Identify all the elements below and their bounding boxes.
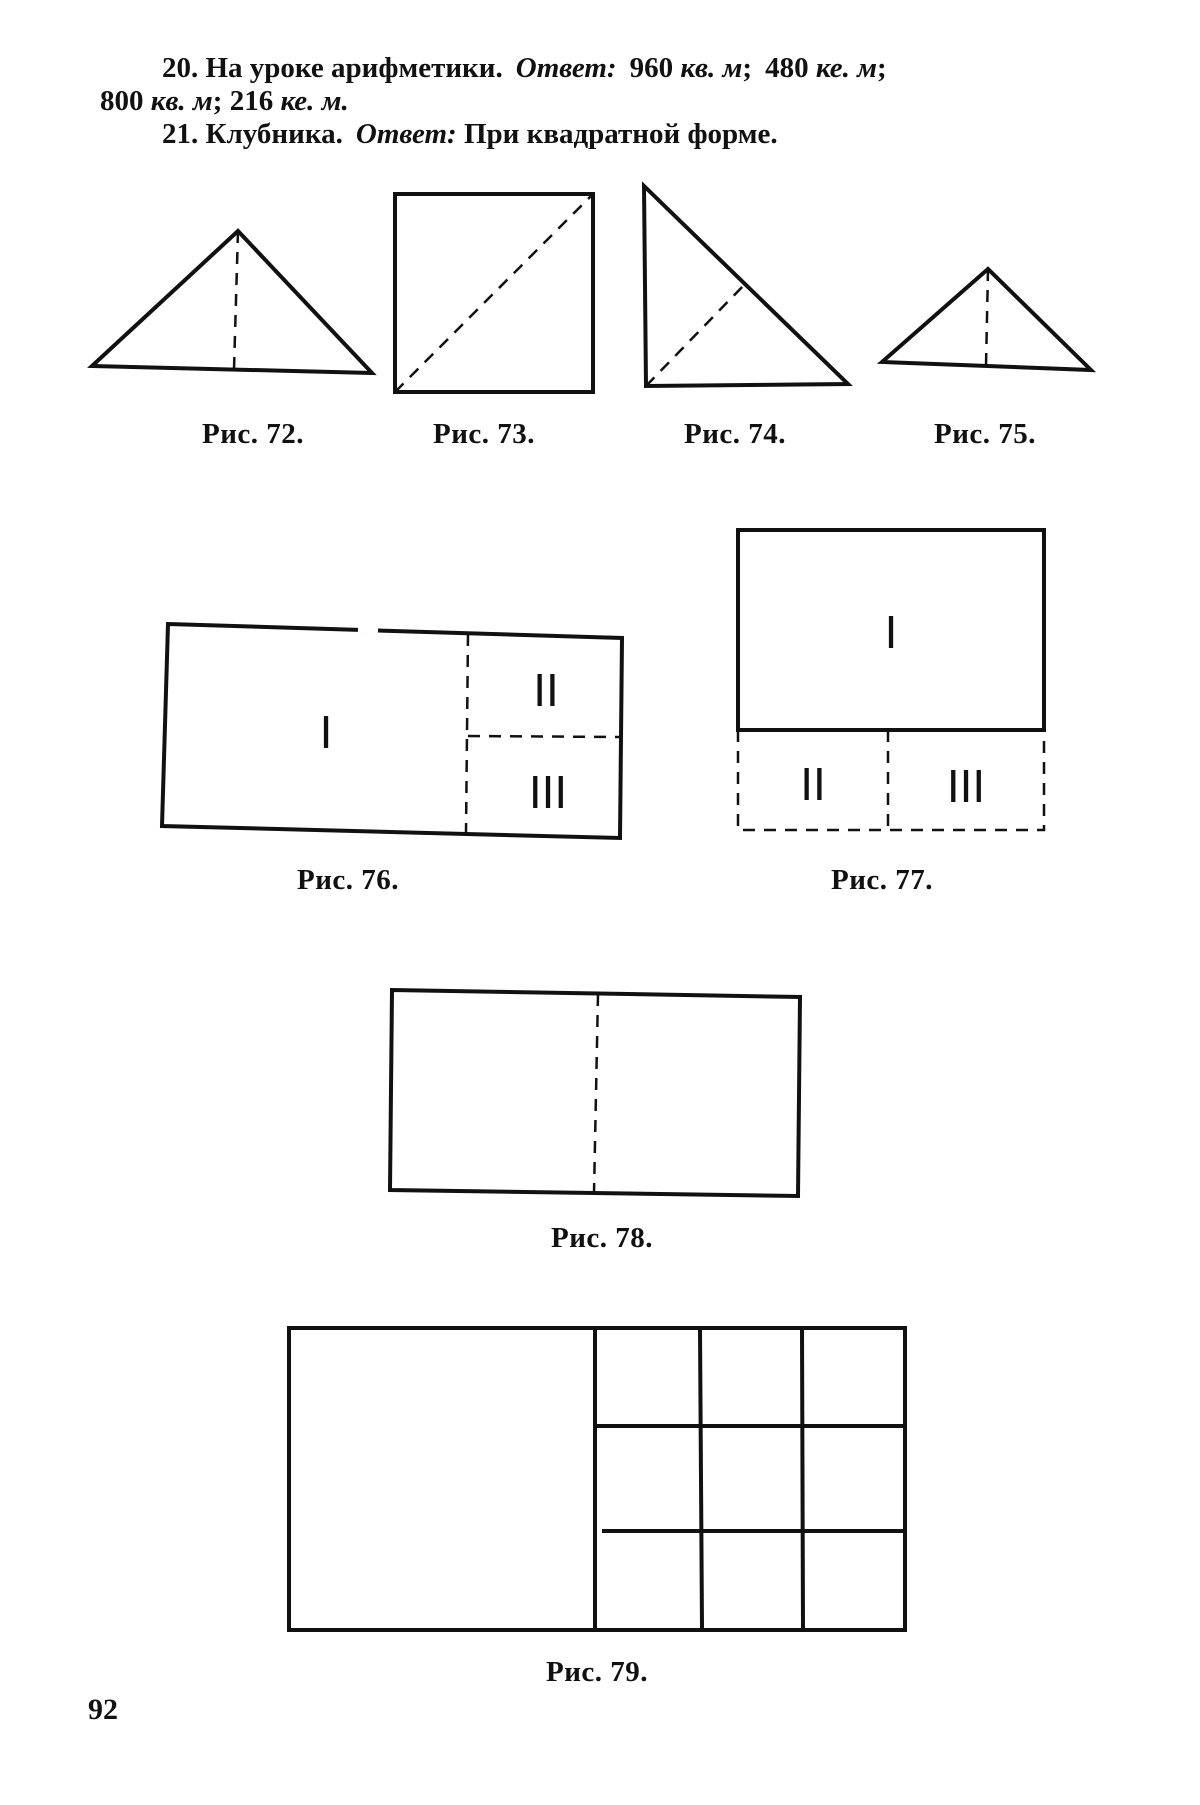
answer-label: Ответ: [355, 118, 457, 150]
value-960: 960 [629, 52, 674, 84]
value-216: 216 [229, 85, 274, 117]
small-triangle-shape [876, 266, 1097, 373]
divider-horizontal [467, 734, 621, 739]
region-label-iii: III [529, 766, 567, 818]
rectangle-77 [736, 528, 1046, 732]
answer-text: При квадратной форме. [463, 118, 778, 150]
region-label-ii: II [533, 664, 559, 716]
square-shape [393, 192, 595, 394]
altitude-line [984, 268, 990, 367]
answer-label: Ответ: [515, 52, 617, 84]
value-480: 480 [765, 52, 809, 84]
region-label-i: I [320, 706, 333, 758]
value-800: 800 [100, 85, 144, 117]
caption-fig-74: Рис. 74. [683, 418, 787, 450]
unit: кв. м [680, 52, 743, 84]
divider-vertical [592, 993, 600, 1194]
answer-line-21: 21. Клубника. Ответ: При квадратной форме… [100, 118, 1120, 151]
caption-fig-77: Рис. 77. [830, 864, 934, 896]
grid-line-v1 [697, 1327, 705, 1631]
answer-line-20-cont: 800 кв. м; 216 ке. м. [100, 85, 349, 117]
rectangle-78 [387, 987, 803, 1199]
problem-20-title: 20. На уроке арифметики. [162, 52, 503, 84]
median-line [645, 283, 746, 387]
unit: ке. м [815, 52, 877, 84]
caption-fig-78: Рис. 78. [550, 1222, 654, 1254]
region-label-i: I [885, 606, 898, 658]
rectangle-79 [287, 1326, 907, 1632]
problem-21-title: 21. Клубника. [162, 118, 343, 150]
region-label-iii: III [947, 760, 985, 812]
region-label-ii: II [800, 758, 826, 810]
page-number: 92 [88, 1693, 118, 1726]
answers-text: 20. На уроке арифметики.Ответ:960 кв. м;… [100, 52, 1120, 151]
caption-fig-75: Рис. 75. [933, 418, 1037, 450]
right-triangle-shape [641, 181, 853, 389]
unit: кв. м [150, 85, 213, 117]
divider-vertical [464, 633, 470, 833]
caption-fig-76: Рис. 76. [296, 864, 400, 896]
answer-line-20: 20. На уроке арифметики.Ответ:960 кв. м;… [162, 52, 887, 84]
grid-line-v2 [799, 1327, 806, 1631]
unit: ке. м. [280, 85, 349, 117]
altitude-line [232, 230, 240, 370]
triangle-shape [87, 228, 377, 376]
dashed-extension [736, 730, 1046, 832]
diagonal-line [394, 193, 594, 393]
caption-fig-73: Рис. 73. [432, 418, 536, 450]
rectangle-76 [159, 621, 625, 841]
caption-fig-79: Рис. 79. [545, 1656, 649, 1688]
caption-fig-72: Рис. 72. [201, 418, 305, 450]
